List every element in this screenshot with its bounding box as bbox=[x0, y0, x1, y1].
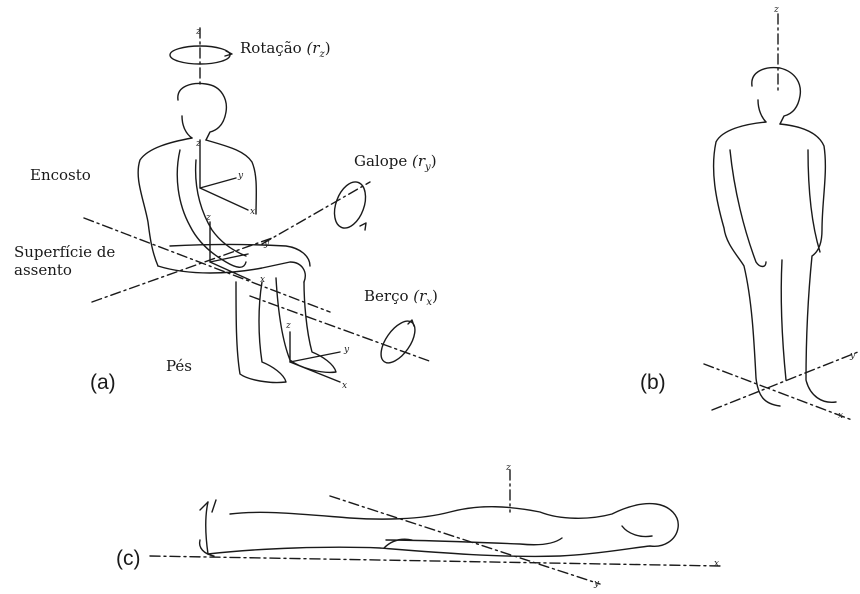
label-galope: Galope (ry) bbox=[354, 153, 437, 173]
axis-y-lying: y bbox=[594, 580, 599, 589]
panel-label-b: (b) bbox=[640, 372, 666, 393]
axis-z-lying: z bbox=[506, 464, 511, 473]
standing-head bbox=[752, 68, 801, 124]
berco-ellipse bbox=[374, 315, 421, 368]
label-berco: Berço (rx) bbox=[364, 288, 438, 308]
axis-z-feet: z bbox=[286, 322, 291, 331]
label-galope-symbol: (r bbox=[412, 152, 425, 170]
seated-back bbox=[138, 138, 192, 266]
axis-x-feet: x bbox=[342, 382, 347, 391]
seat-axis bbox=[84, 218, 330, 312]
axis-z-rotation: z bbox=[196, 28, 201, 37]
axis-z-standing: z bbox=[774, 6, 779, 15]
axis-x-standing: x bbox=[838, 412, 843, 421]
label-rotacao-text: Rotação bbox=[240, 39, 302, 57]
axis-y-standing: y bbox=[850, 352, 855, 361]
label-pes: Pés bbox=[166, 358, 192, 375]
seated-shin-left bbox=[236, 282, 286, 383]
axis-y-feet: y bbox=[344, 346, 349, 355]
label-galope-text: Galope bbox=[354, 152, 407, 170]
axis-z-torso: z bbox=[196, 140, 201, 149]
label-superficie-2: assento bbox=[14, 262, 72, 279]
lying-body bbox=[206, 502, 679, 556]
label-superficie-1: Superfície de bbox=[14, 244, 115, 261]
label-berco-symbol: (r bbox=[413, 287, 426, 305]
axis-y-seat: y bbox=[264, 240, 269, 249]
label-berco-text: Berço bbox=[364, 287, 409, 305]
panel-b-drawing bbox=[704, 14, 858, 420]
standing-body-left bbox=[714, 122, 780, 406]
pitch-axis bbox=[262, 182, 370, 244]
label-rotacao-close: ) bbox=[325, 39, 331, 57]
label-encosto: Encosto bbox=[30, 167, 91, 184]
panel-label-c: (c) bbox=[116, 548, 141, 569]
label-rotacao: Rotação (rz) bbox=[240, 40, 331, 60]
axis-z-seat: z bbox=[206, 214, 211, 223]
lying-axis-horizontal bbox=[150, 556, 720, 566]
label-rotacao-symbol: (r bbox=[306, 39, 319, 57]
axis-y-torso: y bbox=[238, 172, 243, 181]
seated-arm bbox=[177, 150, 246, 267]
label-galope-close: ) bbox=[431, 152, 437, 170]
label-berco-close: ) bbox=[432, 287, 438, 305]
axis-x-lying: x bbox=[714, 560, 719, 569]
panel-c-drawing bbox=[150, 470, 720, 584]
panel-a-drawing bbox=[84, 28, 432, 383]
axis-x-torso: x bbox=[250, 208, 255, 217]
axis-x-seat: x bbox=[260, 276, 265, 285]
panel-label-a: (a) bbox=[90, 372, 116, 393]
